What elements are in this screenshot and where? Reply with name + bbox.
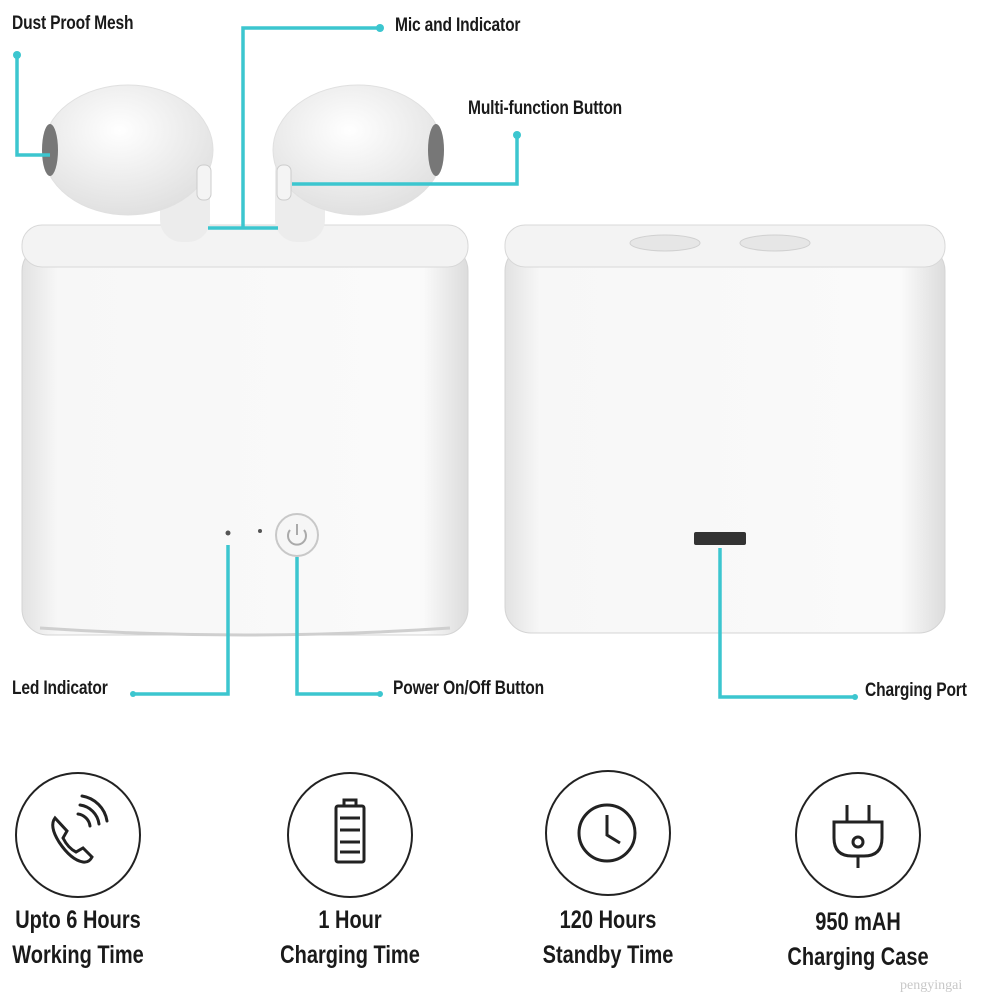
feature-label: Charging Time xyxy=(280,941,420,969)
feature-circle xyxy=(795,772,921,898)
feature-circle xyxy=(545,770,671,896)
label-power-button: Power On/Off Button xyxy=(393,678,544,699)
feature-value: 950 mAH xyxy=(815,908,901,936)
battery-icon xyxy=(334,798,366,864)
charging-case-front xyxy=(21,224,469,637)
feature-value: 1 Hour xyxy=(318,906,382,934)
power-button[interactable] xyxy=(275,513,319,557)
label-charging-port: Charging Port xyxy=(865,680,967,701)
feature-working-time: Upto 6 Hours Working Time xyxy=(0,903,166,973)
feature-circle xyxy=(15,772,141,898)
label-led-indicator: Led Indicator xyxy=(12,678,108,699)
feature-label: Charging Case xyxy=(787,943,929,971)
plug-icon xyxy=(832,805,884,868)
feature-label: Standby Time xyxy=(542,941,674,969)
feature-value: 120 Hours xyxy=(559,906,657,934)
feature-charging-case: 950 mAH Charging Case xyxy=(770,905,946,975)
feature-standby-time: 120 Hours Standby Time xyxy=(520,903,696,973)
label-dust-proof-mesh: Dust Proof Mesh xyxy=(12,13,134,34)
earbud-right xyxy=(272,84,444,242)
label-multi-function-button: Multi-function Button xyxy=(468,98,623,119)
mic-hole xyxy=(258,529,262,533)
feature-value: Upto 6 Hours xyxy=(15,906,141,934)
clock-icon xyxy=(577,803,637,863)
feature-label: Working Time xyxy=(12,941,144,969)
callout-lines xyxy=(15,26,855,699)
watermark: pengyingai xyxy=(900,978,963,993)
earbud-left xyxy=(42,84,214,242)
label-mic-indicator: Mic and Indicator xyxy=(395,15,521,36)
feature-circle xyxy=(287,772,413,898)
micro-usb-port xyxy=(694,532,746,545)
led-indicator xyxy=(225,530,231,536)
charging-case-back xyxy=(504,224,946,634)
feature-charging-time: 1 Hour Charging Time xyxy=(262,903,438,973)
phone-icon xyxy=(51,794,109,864)
